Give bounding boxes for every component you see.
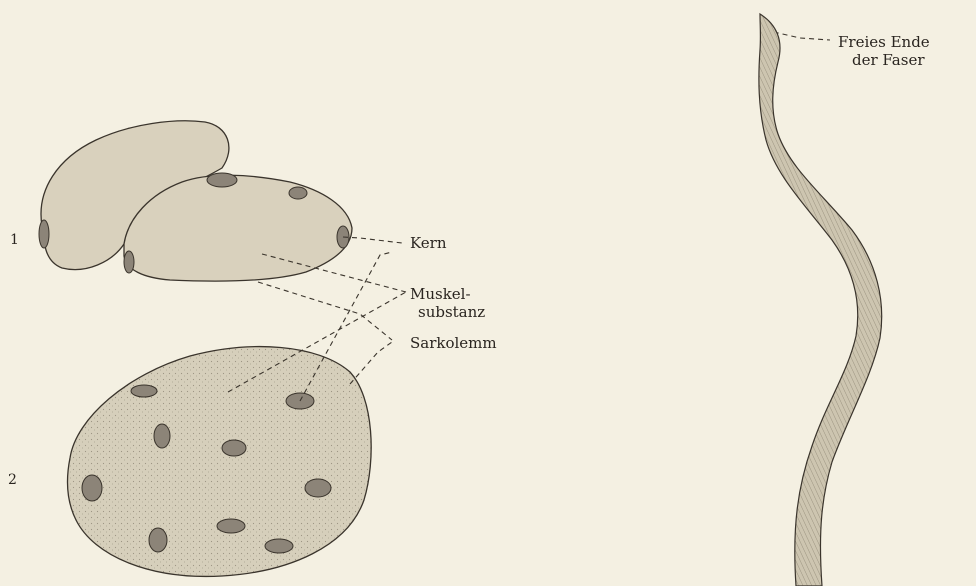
label-kern: Kern [410, 235, 447, 251]
striated-muscle-fiber [759, 14, 882, 586]
fiber-cross-section-1 [39, 121, 352, 281]
nucleus [82, 475, 102, 501]
nucleus [289, 187, 307, 199]
leader-sarkolemm-lower [350, 342, 392, 384]
label-sarkolemm: Sarkolemm [410, 335, 497, 351]
nucleus [217, 519, 245, 533]
nucleus [39, 220, 49, 248]
nucleus [207, 173, 237, 187]
figure-number-1: 1 [10, 232, 19, 248]
fiber-cross-section-2 [68, 347, 372, 577]
label-freies-ende-line1: Freies Ende [838, 34, 930, 50]
nucleus [131, 385, 157, 397]
figure-number-2: 2 [8, 472, 17, 488]
fiber-strand [759, 14, 882, 586]
leader-kern-upper [343, 237, 402, 243]
label-muskelsubstanz-line1: Muskel- [410, 286, 471, 302]
nucleus [305, 479, 331, 497]
fiber-body [68, 347, 372, 577]
nucleus [124, 251, 134, 273]
nucleus [265, 539, 293, 553]
label-muskelsubstanz-line2: substanz [418, 304, 485, 320]
label-freies-ende-line2: der Faser [852, 52, 925, 68]
nucleus [149, 528, 167, 552]
nucleus [154, 424, 170, 448]
nucleus [222, 440, 246, 456]
